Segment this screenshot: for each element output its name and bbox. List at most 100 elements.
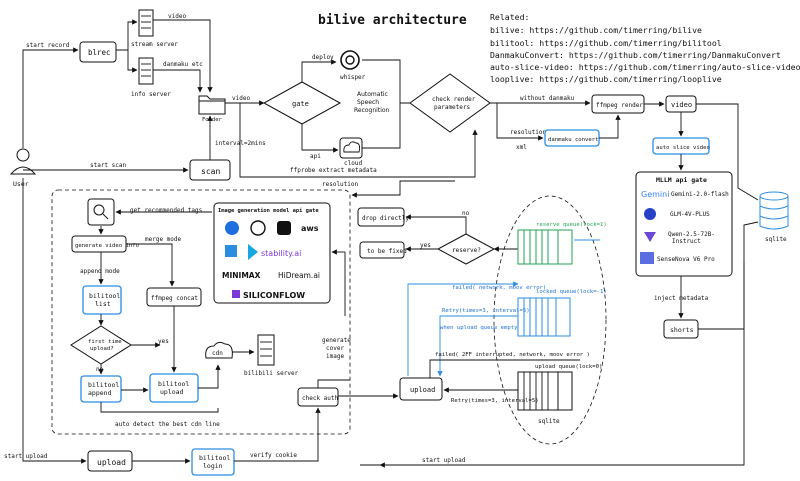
image-gate-panel bbox=[213, 202, 331, 304]
edge-label: merge mode bbox=[145, 236, 182, 243]
stream-server-node bbox=[138, 9, 154, 37]
recommend-tags-icon bbox=[87, 198, 115, 226]
provider-icon bbox=[277, 221, 291, 235]
generate-video-info-label: generate video info bbox=[75, 243, 139, 249]
edge-label: resolution bbox=[510, 129, 547, 136]
edge-label: yes bbox=[420, 242, 431, 249]
queue-label: locked queue(lock=-1) bbox=[536, 289, 607, 295]
video-label: video bbox=[671, 101, 692, 109]
related-link[interactable]: bilive: https://github.com/timerring/bil… bbox=[490, 25, 702, 35]
provider-name: MINIMAX bbox=[222, 271, 261, 280]
edge-label: api bbox=[310, 153, 321, 160]
check-render-decision bbox=[409, 73, 491, 133]
edge-label: verify cookie bbox=[250, 452, 297, 459]
info-server-node bbox=[138, 57, 154, 85]
first-time-decision bbox=[70, 325, 132, 365]
edge-label: start upload bbox=[422, 457, 466, 464]
auto-slice-label: auto slice video bbox=[656, 145, 710, 151]
user-actor: User bbox=[9, 148, 37, 188]
folder-label: Folder bbox=[202, 117, 223, 123]
image-gate-title: Image generation model api gate bbox=[218, 208, 319, 214]
shorts-label: shorts bbox=[670, 326, 694, 334]
drop-directly-label: drop directly bbox=[362, 215, 409, 222]
upload-queue bbox=[517, 371, 573, 411]
reserve-queue bbox=[517, 229, 573, 265]
drop-directly-node bbox=[357, 207, 405, 227]
edge-label: when upload queue empty bbox=[440, 325, 518, 331]
related-link[interactable]: looplive: https://github.com/timerring/l… bbox=[490, 74, 722, 84]
edge-label: interval=2mins bbox=[215, 140, 266, 147]
edge-label: start record bbox=[26, 42, 70, 49]
stream-server-label: stream server bbox=[131, 41, 178, 48]
bilitool-login-node bbox=[191, 448, 235, 476]
gate-label: gate bbox=[292, 100, 309, 108]
edge-label: no bbox=[462, 210, 470, 217]
edge-label: ffprobe extract metadata bbox=[290, 167, 377, 174]
cloud-icon bbox=[343, 141, 361, 153]
mllm-title: MLLM api gate bbox=[656, 176, 707, 184]
cloud-label: cloud bbox=[344, 160, 362, 167]
cloud-node bbox=[339, 137, 363, 159]
to-be-fixed-node bbox=[359, 241, 405, 259]
edge-label: without danmaku bbox=[520, 95, 575, 102]
scan-label: scan bbox=[201, 167, 220, 176]
queue-label: upload queue(lock=0) bbox=[535, 364, 602, 370]
provider-icon bbox=[225, 245, 237, 257]
edge-label: get recommended tags bbox=[130, 207, 203, 214]
provider-icon bbox=[225, 221, 239, 235]
sensenova-icon bbox=[640, 252, 654, 264]
queue-region bbox=[493, 195, 607, 445]
queue-label: reserve queue(lock=1) bbox=[536, 222, 607, 228]
reserve-label: reserve? bbox=[452, 247, 481, 254]
provider-icon bbox=[232, 290, 240, 298]
mllm-gate-panel bbox=[635, 171, 733, 277]
danmaku-convert-label: danmaku convert bbox=[548, 137, 599, 143]
related-link[interactable]: DanmakuConvert: https://github.com/timer… bbox=[490, 50, 781, 60]
ffmpeg-concat-label: ffmpeg concat bbox=[151, 295, 198, 302]
edge-label: Retry(times=3, interval=5) bbox=[442, 308, 530, 314]
ffmpeg-render-label: ffmpeg render bbox=[596, 102, 643, 109]
user-label: User bbox=[13, 180, 29, 188]
locked-queue bbox=[517, 297, 571, 337]
whisper-openai-icon bbox=[340, 50, 360, 70]
bilibili-server-label: bilibili server bbox=[244, 370, 299, 377]
edge-label: start upload bbox=[4, 453, 48, 460]
provider-name: HiDream.ai bbox=[278, 271, 320, 280]
upload-region bbox=[51, 189, 351, 435]
related-link[interactable]: auto-slice-video: https://github.com/tim… bbox=[490, 62, 800, 72]
sqlite-queue-label: sqlite bbox=[538, 418, 560, 425]
sqlite-database bbox=[759, 191, 789, 230]
edge-start-record bbox=[22, 47, 79, 148]
model-name: Gemini-2.0-flash bbox=[671, 191, 729, 198]
upload-main-label: upload bbox=[97, 458, 126, 467]
model-name: GLM-4V-PLUS bbox=[670, 211, 710, 218]
bilitool-list-node bbox=[82, 285, 122, 315]
edge-label: append mode bbox=[80, 268, 120, 275]
model-name: SenseNova V6 Pro bbox=[657, 256, 715, 263]
edge-label: video bbox=[168, 13, 186, 20]
edge-label: video bbox=[232, 95, 250, 102]
diagram-title: bilive architecture bbox=[318, 13, 467, 28]
whisper-label: whisper bbox=[340, 74, 366, 81]
cdn-label: cdn bbox=[212, 350, 223, 357]
related-heading: Related: bbox=[490, 12, 529, 22]
to-be-fixed-label: to be fixed bbox=[367, 248, 407, 255]
edge-label: Retry(times=3, interval=5) bbox=[451, 398, 539, 404]
qwen-icon bbox=[644, 232, 656, 242]
inject-metadata-label: inject metadata bbox=[654, 295, 709, 302]
related-link[interactable]: bilitool: https://github.com/timerring/b… bbox=[490, 38, 722, 48]
blrec-label: blrec bbox=[88, 48, 111, 57]
provider-name: stability.ai bbox=[261, 249, 301, 258]
folder-node bbox=[198, 95, 226, 115]
bilibili-server-node bbox=[257, 334, 275, 366]
sqlite-label: sqlite bbox=[765, 236, 787, 243]
